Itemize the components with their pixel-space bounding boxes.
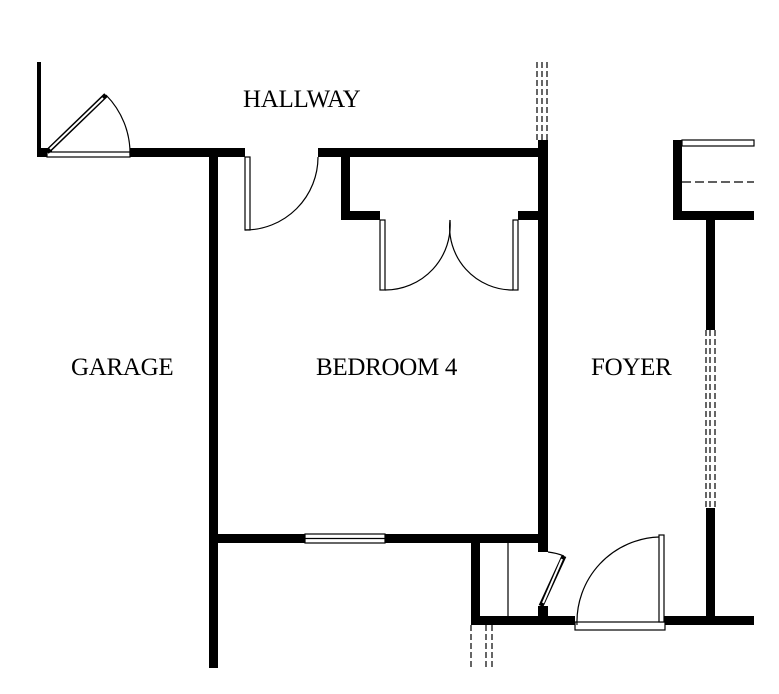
wall-hallway-left bbox=[37, 148, 52, 157]
wall-lower-mid bbox=[538, 606, 548, 624]
door-hallway-left bbox=[45, 93, 131, 158]
wall-garage-bedroom bbox=[209, 148, 218, 668]
walls bbox=[37, 62, 754, 668]
wall-closet-left-return bbox=[341, 211, 380, 220]
room-labels: HALLWAY GARAGE BEDROOM 4 FOYER bbox=[71, 86, 672, 381]
doors bbox=[45, 93, 666, 631]
thin-lines bbox=[470, 62, 755, 668]
door-lower-room bbox=[538, 551, 567, 608]
wall-hallway-right bbox=[318, 148, 548, 157]
wall-topright-bottom bbox=[673, 211, 754, 220]
wall-topright-left bbox=[673, 140, 682, 220]
label-bedroom: BEDROOM 4 bbox=[316, 354, 458, 381]
wall-hallway-mid bbox=[130, 148, 245, 157]
wall-bedroom-east bbox=[538, 140, 548, 552]
wall-left-edge bbox=[37, 62, 41, 157]
closet-doors bbox=[379, 219, 519, 291]
wall-closet-right-return bbox=[518, 211, 548, 220]
door-foyer bbox=[574, 534, 666, 631]
door-bedroom bbox=[244, 156, 319, 231]
wall-foyer-east-bottom bbox=[706, 508, 715, 625]
wall-bedroom-south-left bbox=[209, 534, 305, 543]
label-hallway: HALLWAY bbox=[243, 86, 361, 113]
wall-closet-left bbox=[341, 148, 350, 220]
wall-lower-bottom bbox=[471, 616, 575, 625]
wall-bedroom-south-right bbox=[385, 534, 548, 543]
wall-lower-left bbox=[471, 542, 480, 622]
wall-foyer-east-top bbox=[706, 215, 715, 330]
label-garage: GARAGE bbox=[71, 354, 173, 381]
label-foyer: FOYER bbox=[591, 354, 672, 381]
window-bedroom-south bbox=[304, 533, 386, 544]
